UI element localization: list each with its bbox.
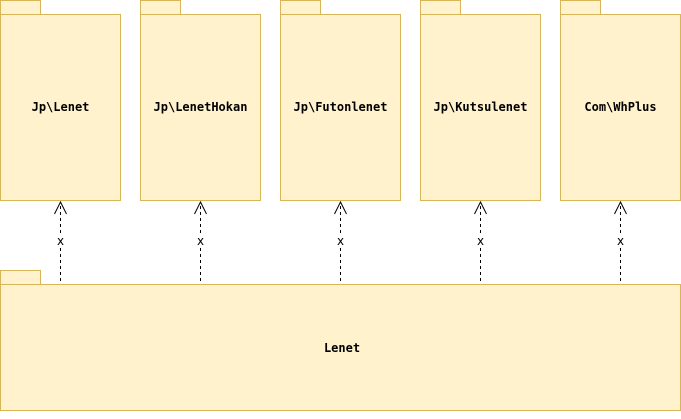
arrowhead-icon: [474, 200, 487, 215]
arrowhead-icon: [614, 200, 627, 215]
dependency-label: x: [477, 234, 484, 248]
dependency-arrow[interactable]: x: [614, 200, 627, 281]
dependency-arrow[interactable]: x: [194, 200, 207, 281]
package-name: Jp\Lenet: [32, 100, 90, 114]
package-tab: [560, 0, 601, 15]
dependency-label-bg: [55, 234, 66, 248]
dependency-label: x: [57, 234, 64, 248]
package-tab: [0, 0, 41, 15]
dependency-label: x: [197, 234, 204, 248]
package-com-whplus[interactable]: Com\WhPlus: [560, 0, 681, 201]
arrowhead-icon: [54, 200, 67, 215]
package-body: [0, 14, 121, 201]
package-jp-kutsulenet[interactable]: Jp\Kutsulenet: [420, 0, 541, 201]
package-body: [140, 14, 261, 201]
dependency-arrow[interactable]: x: [334, 200, 347, 281]
package-name: Com\WhPlus: [584, 100, 656, 114]
package-jp-lenethokan[interactable]: Jp\LenetHokan: [140, 0, 261, 201]
dependency-label-bg: [615, 234, 626, 248]
dependency-arrow[interactable]: x: [474, 200, 487, 281]
package-body: [0, 284, 681, 411]
package-tab: [420, 0, 461, 15]
dependency-label: x: [337, 234, 344, 248]
package-name: Jp\Futonlenet: [294, 100, 388, 114]
arrowhead-icon: [194, 200, 207, 215]
package-jp-lenet[interactable]: Jp\Lenet: [0, 0, 121, 201]
package-tab: [0, 270, 41, 285]
dependency-label-bg: [335, 234, 346, 248]
package-body: [280, 14, 401, 201]
package-tab: [280, 0, 321, 15]
dependency-arrow[interactable]: x: [54, 200, 67, 281]
package-body: [420, 14, 541, 201]
dependency-label-bg: [195, 234, 206, 248]
package-tab: [140, 0, 181, 15]
arrowhead-icon: [334, 200, 347, 215]
dependency-label-bg: [475, 234, 486, 248]
package-jp-futonlenet[interactable]: Jp\Futonlenet: [280, 0, 401, 201]
dependency-label: x: [617, 234, 624, 248]
package-name: Jp\Kutsulenet: [434, 100, 528, 114]
package-name: Jp\LenetHokan: [154, 100, 248, 114]
package-body: [560, 14, 681, 201]
package-name: Lenet: [324, 341, 360, 355]
package-lenet[interactable]: Lenet: [0, 270, 681, 411]
